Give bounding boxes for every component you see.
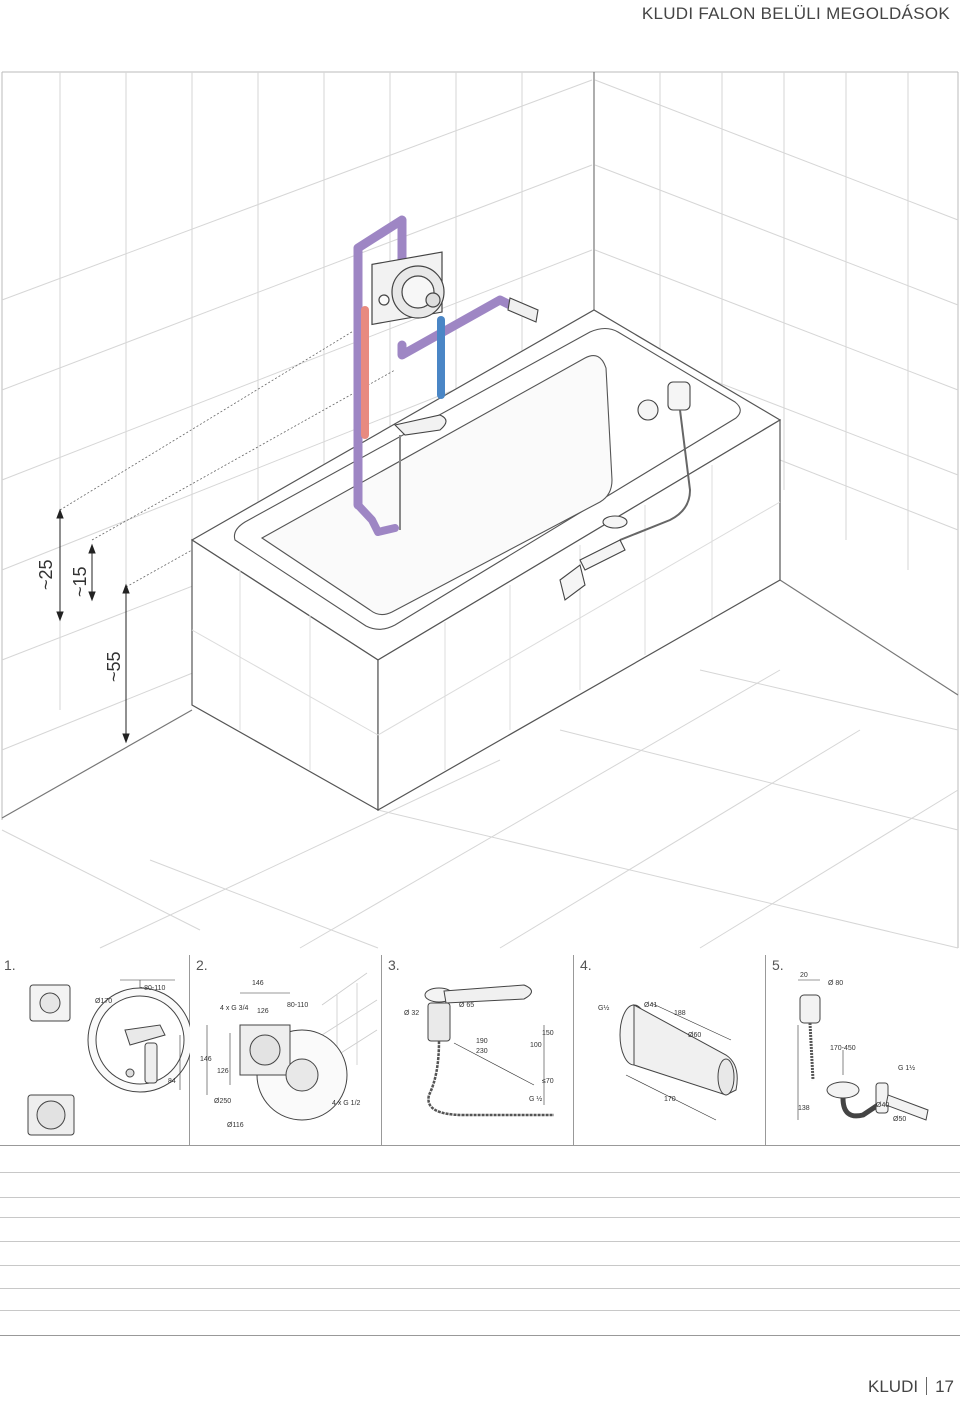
panel-5: 5. 20 Ø 80 170-450 G 1½ 138 Ø40 Ø50 bbox=[768, 955, 958, 1145]
label-20: 20 bbox=[800, 972, 808, 979]
panel-1: 1. Ø170 ~80-110 84 bbox=[0, 955, 190, 1145]
label-170-450: 170-450 bbox=[830, 1045, 856, 1052]
label-diameter-65: Ø 65 bbox=[459, 1002, 474, 1009]
product-panels: 1. Ø170 ~80-110 84 2. bbox=[0, 955, 960, 1145]
label-138: 138 bbox=[798, 1105, 810, 1112]
rule-line bbox=[0, 1310, 960, 1311]
label-diameter-170: Ø170 bbox=[95, 998, 112, 1005]
label-diameter-32: Ø 32 bbox=[404, 1010, 419, 1017]
page-number: 17 bbox=[935, 1377, 954, 1396]
panel-number: 2. bbox=[196, 957, 208, 973]
label-100: 100 bbox=[530, 1042, 542, 1049]
panel-3: 3. Ø 65 Ø 32 190 230 150 100 ≤70 G ½ bbox=[384, 955, 574, 1145]
rule-line bbox=[0, 1145, 960, 1146]
label-170: 170 bbox=[664, 1096, 676, 1103]
rule-line bbox=[0, 1241, 960, 1242]
rule-line bbox=[0, 1335, 960, 1336]
page-title: KLUDI FALON BELÜLI MEGOLDÁSOK bbox=[641, 4, 950, 23]
panel-number: 4. bbox=[580, 957, 592, 973]
footer-brand: KLUDI bbox=[868, 1377, 919, 1396]
dimension-55: ~55 bbox=[104, 651, 124, 682]
label-126-top: 126 bbox=[257, 1008, 269, 1015]
rule-line bbox=[0, 1172, 960, 1173]
rule-line bbox=[0, 1288, 960, 1289]
panel-4: 4. G½ Ø41 188 Ø60 170 bbox=[576, 955, 766, 1145]
label-126-side: 126 bbox=[217, 1068, 229, 1075]
label-230: 230 bbox=[476, 1048, 488, 1055]
dimension-15: ~15 bbox=[70, 566, 90, 597]
label-diameter-60: Ø60 bbox=[688, 1032, 701, 1039]
label-diameter-41: Ø41 bbox=[644, 1002, 657, 1009]
rule-line bbox=[0, 1197, 960, 1198]
dimension-25: ~25 bbox=[36, 559, 56, 590]
label-150: 150 bbox=[542, 1030, 554, 1037]
panel-number: 3. bbox=[388, 957, 400, 973]
label-4xg34: 4 x G 3/4 bbox=[220, 1005, 249, 1012]
panel-2: 2. 146 4 x G 3/4 126 bbox=[192, 955, 382, 1145]
label-g12: G ½ bbox=[529, 1095, 542, 1103]
label-190: 190 bbox=[476, 1038, 488, 1045]
label-diameter-116: Ø116 bbox=[227, 1122, 244, 1129]
label-80-110: ~80-110 bbox=[140, 985, 165, 992]
bathtub-installation-illustration: ~25 ~15 ~55 bbox=[0, 70, 960, 950]
label-g1-half: G 1½ bbox=[898, 1064, 915, 1072]
label-4xg12: 4 x G 1/2 bbox=[332, 1100, 361, 1107]
label-84: 84 bbox=[168, 1078, 176, 1085]
label-le70: ≤70 bbox=[542, 1078, 554, 1085]
rule-line bbox=[0, 1217, 960, 1218]
label-diameter-250: Ø250 bbox=[214, 1098, 231, 1105]
footer-separator bbox=[926, 1377, 928, 1395]
label-80-110: 80-110 bbox=[287, 1002, 308, 1009]
rule-line bbox=[0, 1265, 960, 1266]
label-146-top: 146 bbox=[252, 980, 264, 987]
label-146-side: 146 bbox=[200, 1056, 212, 1063]
page-footer: KLUDI 17 bbox=[868, 1377, 954, 1397]
label-diameter-50: Ø50 bbox=[893, 1116, 906, 1123]
label-diameter-80: Ø 80 bbox=[828, 980, 843, 987]
label-diameter-40: Ø40 bbox=[876, 1102, 889, 1109]
panel-number: 5. bbox=[772, 957, 784, 973]
label-188: 188 bbox=[674, 1010, 686, 1017]
label-g12: G½ bbox=[598, 1004, 609, 1012]
panel-number: 1. bbox=[4, 957, 16, 973]
